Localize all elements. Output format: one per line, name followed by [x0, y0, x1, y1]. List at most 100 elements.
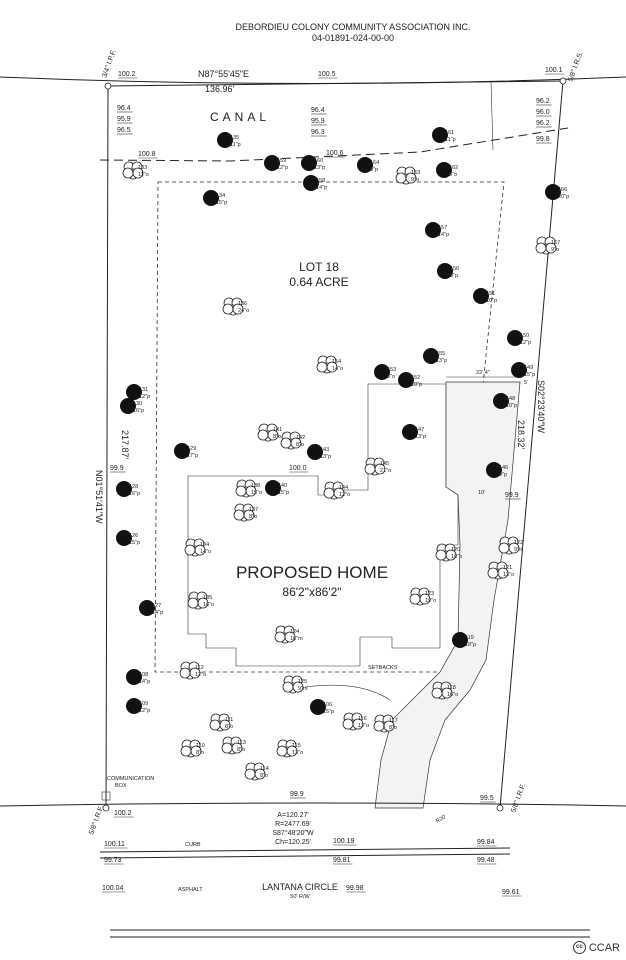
lot-area: 0.64 ACRE [289, 275, 348, 289]
tree-id: 163 [411, 170, 420, 176]
tree-size: 13"p [436, 358, 447, 364]
tree-id: 158 [316, 178, 325, 184]
elevation-e14: 100.6 [326, 150, 344, 157]
tree-size: 12"o [339, 492, 350, 498]
tree-canopy-icon [395, 172, 407, 184]
elevation-e21: 99.5 [480, 795, 494, 802]
tree-id: 161 [445, 130, 454, 136]
tree-id: 117 [389, 718, 398, 724]
tree-symbol-icon [432, 127, 448, 143]
elevation-e15: 99.8 [536, 136, 550, 143]
tree-size: 14"o [332, 366, 343, 372]
canal-label: CANAL [210, 110, 270, 124]
tree-symbol-icon [507, 330, 523, 346]
tree-canopy-icon [545, 242, 557, 254]
tree-canopy-icon [374, 463, 386, 475]
tree-canopy-icon [209, 719, 221, 731]
tree-size: 8"o [237, 747, 245, 753]
walkway [304, 684, 391, 701]
tree-canopy-icon [282, 681, 294, 693]
tree-size: 13"p [314, 165, 325, 171]
pin-sw [102, 804, 110, 812]
tree-canopy-icon [232, 303, 244, 315]
comm-box-line2: BOX [115, 783, 127, 789]
tree-size: 8"o [389, 725, 397, 731]
tree-canopy-icon [190, 745, 202, 757]
elevation-e5: 95.9 [117, 116, 131, 123]
tree-size: 8"o [449, 172, 457, 178]
tree-canopy-icon [326, 361, 338, 373]
tree-canopy-icon [231, 742, 243, 754]
tree-size: 8"o [196, 750, 204, 756]
elevation-e18: 99.9 [505, 492, 519, 499]
tree-canopy-icon [497, 567, 509, 579]
tree-size: 15"p [216, 200, 227, 206]
pin-sw-label: 5/8" I.R.F. [88, 805, 105, 836]
west-bearing: N01°51'41"W [94, 470, 104, 524]
tree-id: 162 [449, 165, 458, 171]
east-bearing: S02°23'40"W [536, 380, 546, 434]
tree-symbol-icon [265, 480, 281, 496]
pin-ne [559, 77, 567, 85]
drive-offset-label: 5' [524, 380, 528, 386]
tree-size: 9"o [514, 547, 522, 553]
curve-arc: A=120.27' [277, 812, 309, 819]
tree-canopy-icon [219, 719, 231, 731]
tree-id: 140 [278, 483, 287, 489]
east-property-line [499, 80, 564, 809]
tree-symbol-icon [174, 443, 190, 459]
tree-symbol-icon [116, 530, 132, 546]
tree-id: 124 [290, 629, 299, 635]
tree-canopy-icon [333, 487, 345, 499]
tree-canopy-icon [352, 718, 364, 730]
tree-size: 13"p [320, 454, 331, 460]
tree-canopy-icon [222, 303, 234, 315]
curve-chord: Ch=120.25' [275, 839, 311, 846]
tree-symbol-icon [374, 364, 390, 380]
tree-size: 18"m [290, 636, 303, 642]
tree-canopy-icon [342, 718, 354, 730]
tree-size: 12"o [195, 672, 206, 678]
tree-canopy-icon [254, 768, 266, 780]
tree-symbol-icon [452, 632, 468, 648]
tree-id: 154 [332, 359, 341, 365]
tree-canopy-icon [187, 597, 199, 609]
north-property-line [107, 80, 564, 87]
tree-size: 10"o [451, 554, 462, 560]
elevation-e30: 99.61 [502, 889, 520, 896]
tree-canopy-icon [535, 242, 547, 254]
tree-symbol-icon [217, 132, 233, 148]
elevation-e4: 96.4 [117, 105, 131, 112]
adjacent-owner-name: DEBORDIEU COLONY COMMUNITY ASSOCIATION I… [235, 22, 470, 32]
copyright-text: CCAR [588, 941, 620, 954]
tree-id: 114 [260, 766, 269, 772]
comm-box-line1: COMMUNICATION [107, 776, 154, 782]
tree-canopy-icon [409, 593, 421, 605]
tree-size: 19"o [425, 598, 436, 604]
tree-id: 136 [238, 301, 247, 307]
driveway [374, 381, 521, 809]
road-rw: 50' R/W [290, 894, 310, 900]
tree-id: 130 [133, 401, 142, 407]
tree-symbol-icon [126, 384, 142, 400]
